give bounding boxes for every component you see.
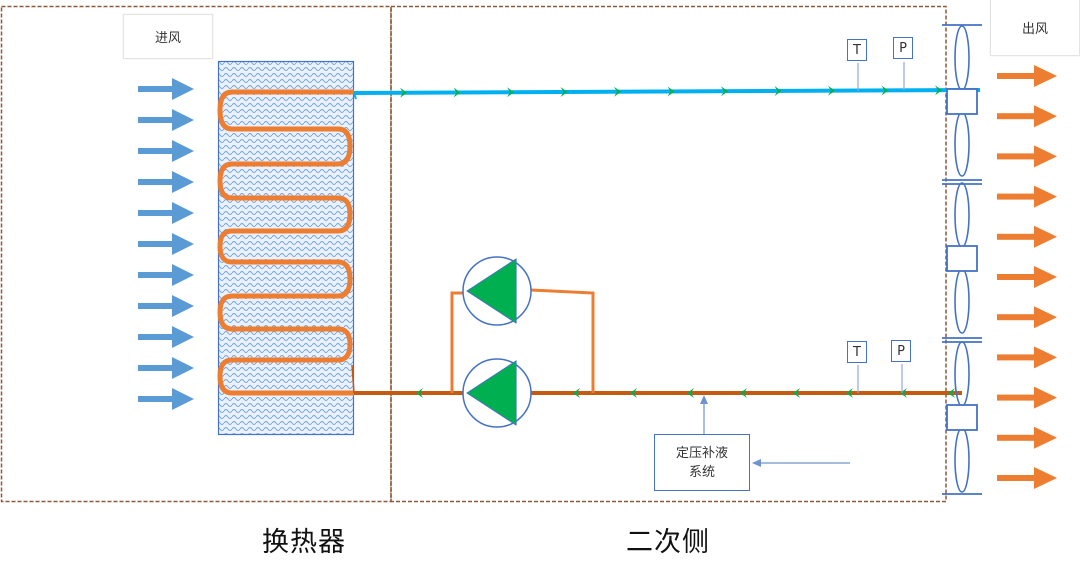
makeup-connection [700,395,850,467]
flow-chevron-left [687,388,694,398]
flow-chevron-right [667,86,675,97]
flow-chevron-right [881,85,889,96]
inlet-air-arrow [138,233,194,255]
flow-chevron-left [948,388,955,398]
supply-temperature-sensor: T [847,39,867,61]
fan-hub [946,88,978,115]
flow-chevron-left [900,388,907,398]
fan-blade [954,341,970,407]
fan-blade [954,427,970,493]
return-temperature-sensor: T [847,341,867,363]
inlet-air-arrow [138,388,194,410]
outlet-air-arrow [997,306,1057,329]
inlet-air-arrow [138,78,194,100]
flow-chevron-right [935,85,942,96]
flow-chevron-right [828,85,835,96]
outlet-air-arrow [997,185,1057,208]
flow-chevron-left [573,388,580,398]
fan-hub [946,245,978,272]
inlet-air-arrow [138,109,194,131]
flow-chevron-right [774,85,782,96]
flow-chevron-left [416,388,423,398]
heat-exchanger-coil [217,89,354,396]
fan-blade [954,25,970,91]
flow-chevron-right [507,87,514,98]
flow-chevron-right [453,87,461,98]
return-pressure-sensor: P [891,340,911,362]
fan-blade [954,268,970,334]
return-pipe [351,364,962,395]
pump-lower [462,358,532,428]
outlet-air-arrow [997,65,1057,87]
inlet-air-arrow [138,264,194,286]
flow-chevron-left [846,388,853,398]
supply-pressure-sensor: P [893,37,913,59]
flow-chevron-right [721,86,728,97]
outlet-air-arrow [997,225,1057,248]
fan-hub [946,404,978,431]
flow-chevron-right [400,87,407,98]
air-in-label: 进风 [123,14,213,59]
sensor-stems [857,62,905,393]
flow-chevron-left [793,388,800,398]
inlet-air-arrow [138,357,194,379]
pressure-makeup-system: 定压补液 系统 [654,434,750,491]
supply-flow-chevrons [400,85,942,98]
outlet-air-arrow [997,105,1057,128]
inlet-air-arrow [138,326,194,348]
outlet-air-arrow [997,426,1057,449]
heat-exchanger-boundary [0,5,392,503]
fan-blade [954,182,970,248]
outlet-air-arrow [997,346,1057,369]
outlet-air-arrow [997,386,1057,409]
inlet-air-arrow [138,140,194,162]
pump-upper [462,256,532,326]
pump-bypass-pipe [450,288,595,393]
outlet-air-arrow [997,145,1057,168]
fan-blade [954,111,970,177]
heat-exchanger [217,60,355,436]
outlet-air-arrow [997,266,1057,288]
fan [946,182,978,334]
flow-chevron-right [614,86,621,97]
heat-exchanger-label: 换热器 [262,527,346,558]
secondary-side-boundary [390,5,947,503]
flow-chevron-left [740,388,747,398]
inlet-air-arrow [138,171,194,193]
fan [946,25,978,177]
fan-array [942,24,982,495]
inlet-air-arrows [138,78,194,410]
boundary-frames [0,5,947,503]
inlet-air-arrow [138,295,194,317]
fan [946,341,978,493]
flow-chevron-right [560,86,568,97]
air-out-label: 出风 [990,0,1080,56]
inlet-air-arrow [138,202,194,224]
flow-chevron-left [630,388,637,398]
return-flow-chevrons [416,388,955,398]
outlet-air-arrows [997,65,1057,489]
secondary-side-label: 二次侧 [626,527,710,558]
outlet-air-arrow [997,467,1057,489]
